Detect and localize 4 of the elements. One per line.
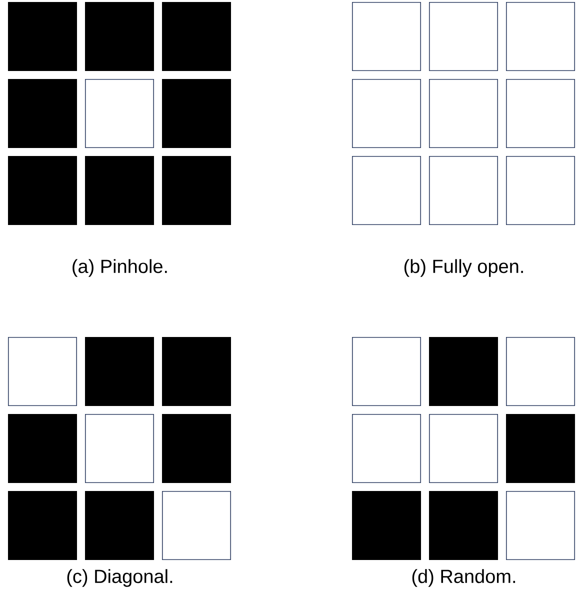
caption: (a) Pinhole. xyxy=(72,259,167,277)
caption: (c) Diagonal. xyxy=(67,569,172,587)
caption: (d) Random. xyxy=(412,569,516,587)
caption: (b) Fully open. xyxy=(404,259,523,277)
